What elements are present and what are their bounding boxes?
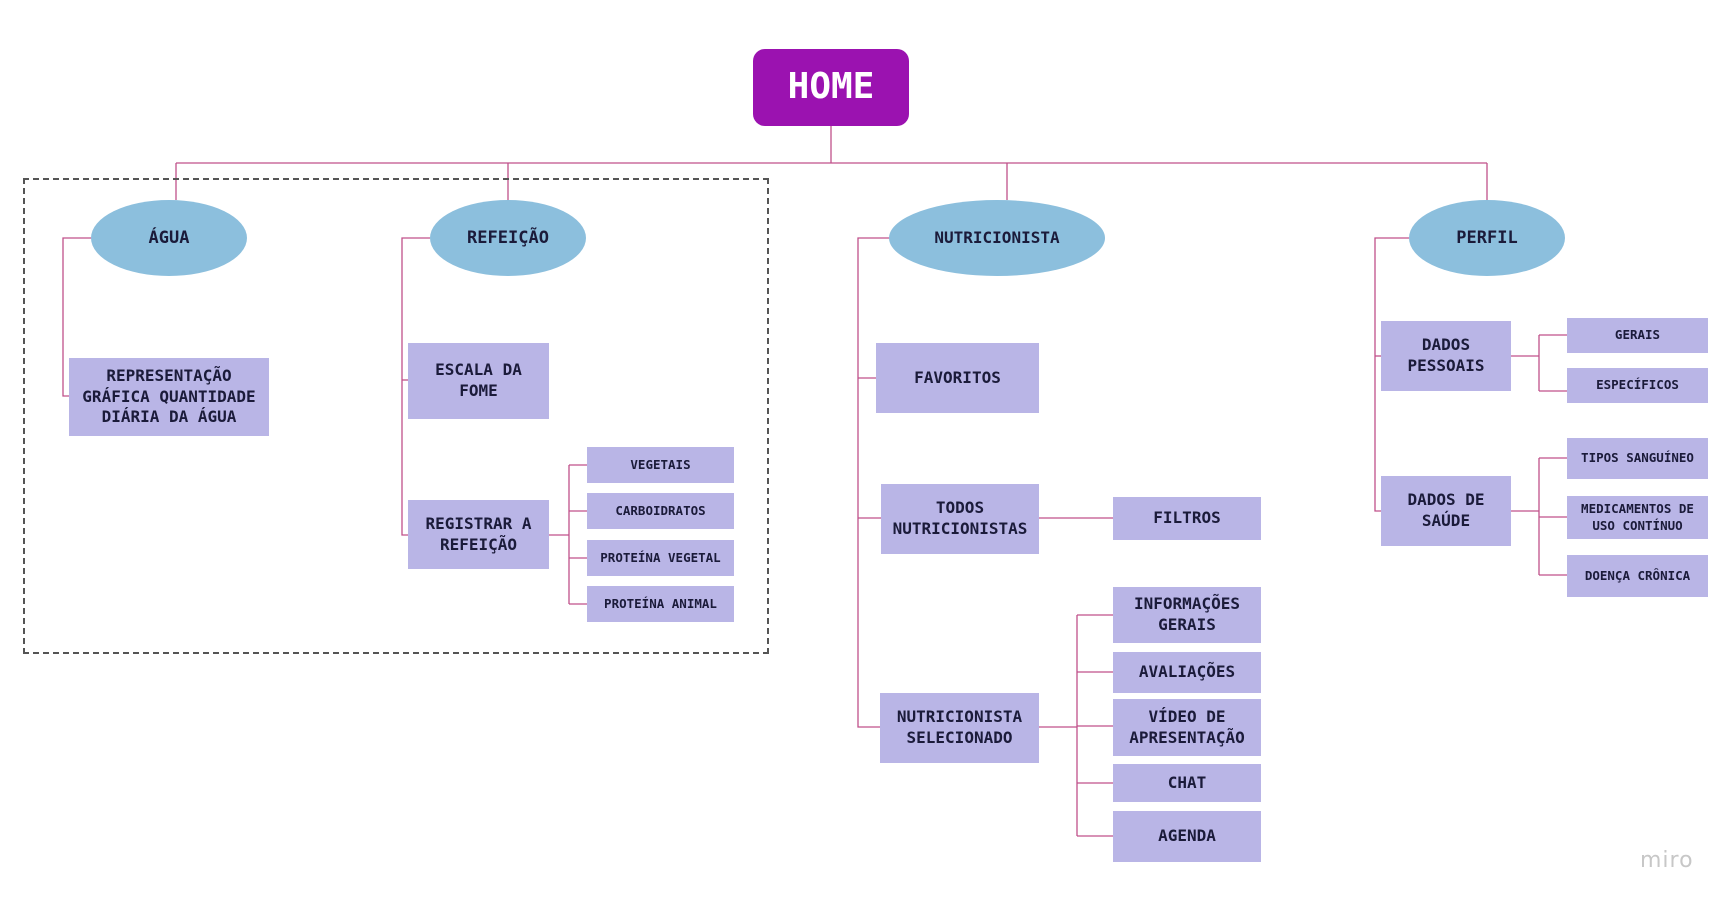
agua-node[interactable]: ÁGUA: [91, 200, 247, 276]
favoritos-node[interactable]: FAVORITOS: [876, 343, 1039, 413]
informacoes-gerais-node[interactable]: INFORMAÇÕES GERAIS: [1113, 587, 1261, 643]
proteina-vegetal-node[interactable]: PROTEÍNA VEGETAL: [587, 540, 734, 576]
doenca-cronica-node[interactable]: DOENÇA CRÔNICA: [1567, 555, 1708, 597]
todos-nutricionistas-node[interactable]: TODOS NUTRICIONISTAS: [881, 484, 1039, 554]
dados-de-saude-node[interactable]: DADOS DE SAÚDE: [1381, 476, 1511, 546]
miro-watermark: miro: [1640, 848, 1694, 873]
home-node[interactable]: HOME: [753, 49, 909, 126]
escala-da-fome-node[interactable]: ESCALA DA FOME: [408, 343, 549, 419]
medicamentos-uso-continuo-node[interactable]: MEDICAMENTOS DE USO CONTÍNUO: [1567, 496, 1708, 539]
registrar-refeicao-node[interactable]: REGISTRAR A REFEIÇÃO: [408, 500, 549, 569]
nutricionista-node[interactable]: NUTRICIONISTA: [889, 200, 1105, 276]
proteina-animal-node[interactable]: PROTEÍNA ANIMAL: [587, 586, 734, 622]
nutricionista-selecionado-node[interactable]: NUTRICIONISTA SELECIONADO: [880, 693, 1039, 763]
carboidratos-node[interactable]: CARBOIDRATOS: [587, 493, 734, 529]
agenda-node[interactable]: AGENDA: [1113, 811, 1261, 862]
video-apresentacao-node[interactable]: VÍDEO DE APRESENTAÇÃO: [1113, 699, 1261, 756]
gerais-node[interactable]: GERAIS: [1567, 318, 1708, 353]
perfil-node[interactable]: PERFIL: [1409, 200, 1565, 276]
dados-pessoais-node[interactable]: DADOS PESSOAIS: [1381, 321, 1511, 391]
representacao-grafica-node[interactable]: REPRESENTAÇÃO GRÁFICA QUANTIDADE DIÁRIA …: [69, 358, 269, 436]
dashed-group-outline: [23, 178, 769, 654]
filtros-node[interactable]: FILTROS: [1113, 497, 1261, 540]
avaliacoes-node[interactable]: AVALIAÇÕES: [1113, 652, 1261, 693]
tipos-sanguineo-node[interactable]: TIPOS SANGUÍNEO: [1567, 438, 1708, 479]
refeicao-node[interactable]: REFEIÇÃO: [430, 200, 586, 276]
especificos-node[interactable]: ESPECÍFICOS: [1567, 368, 1708, 403]
vegetais-node[interactable]: VEGETAIS: [587, 447, 734, 483]
chat-node[interactable]: CHAT: [1113, 764, 1261, 802]
